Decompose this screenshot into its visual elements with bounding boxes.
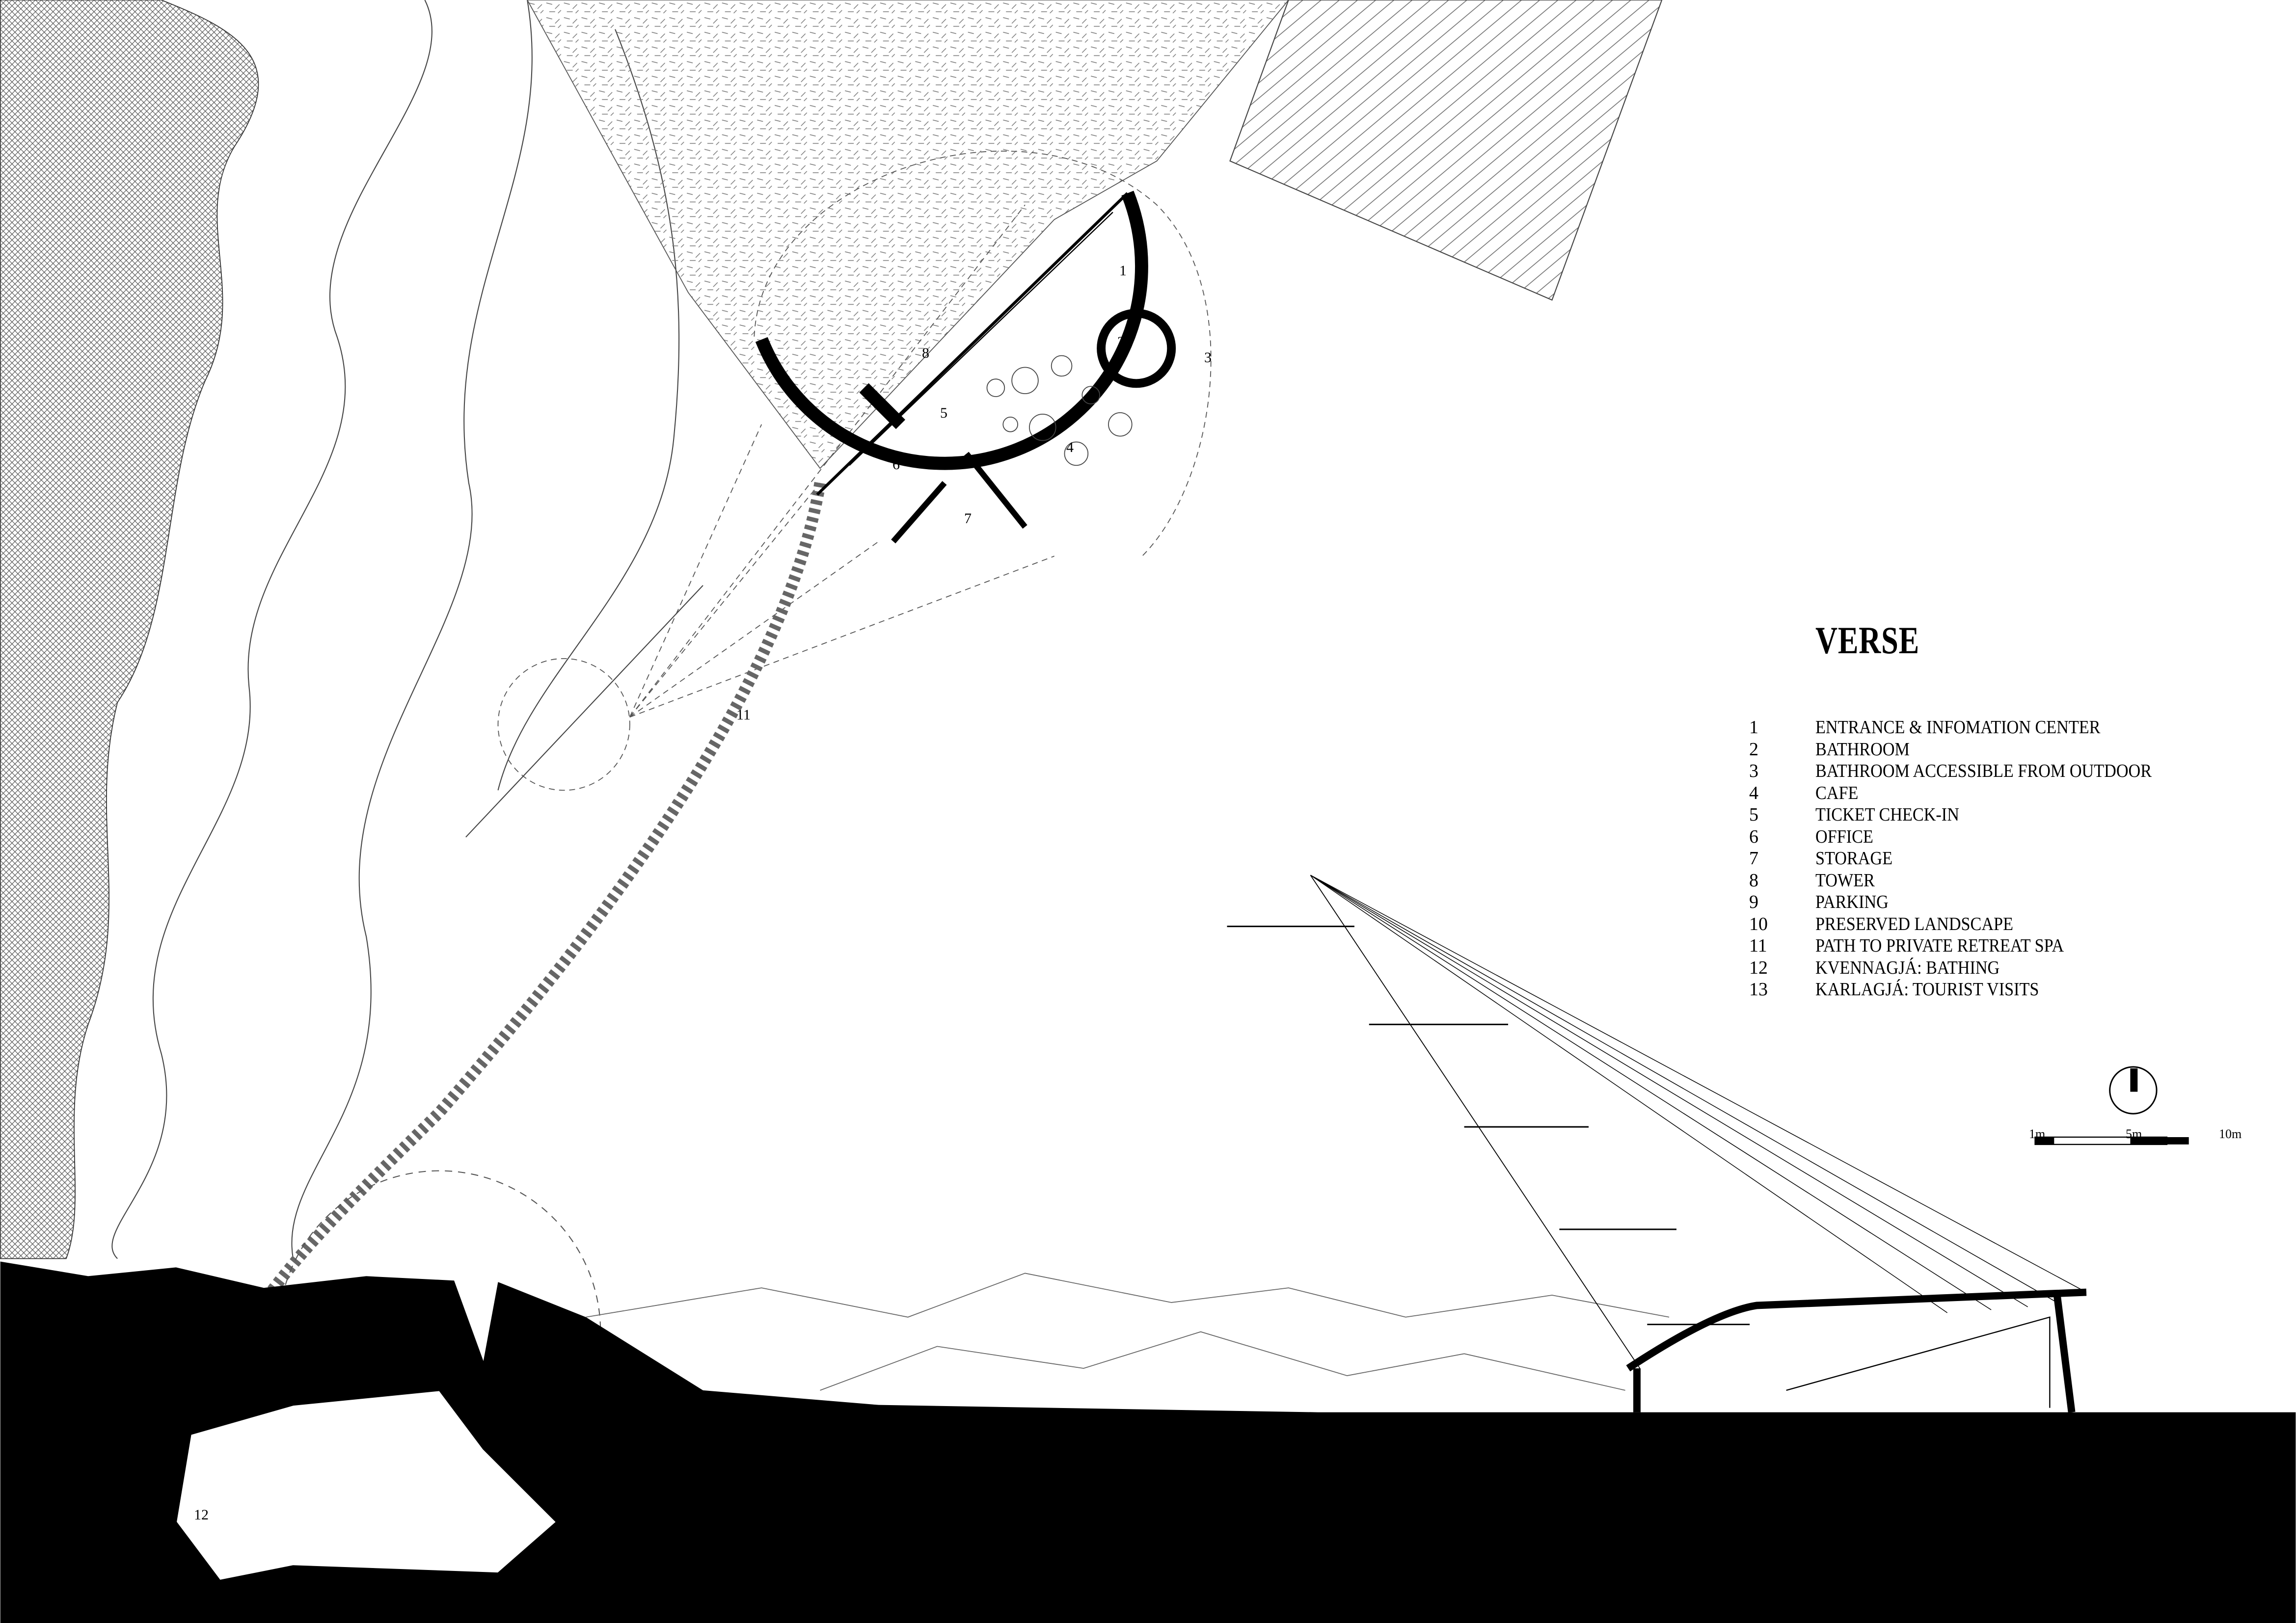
plan-label-7: 7 xyxy=(964,510,972,527)
scale-label-10m: 10m xyxy=(2219,1127,2242,1141)
scale-label-5m: 5m xyxy=(2126,1127,2142,1141)
distant-mountains xyxy=(586,1273,1670,1391)
section-building xyxy=(1626,1288,2087,1413)
axis-line xyxy=(465,585,703,838)
plan-label-6: 6 xyxy=(892,456,900,473)
parking-area xyxy=(1229,0,1663,301)
scale-bar xyxy=(2034,1136,2189,1145)
north-arrow xyxy=(2109,1066,2158,1115)
plan-label-12: 12 xyxy=(194,1507,209,1523)
plan-label-2: 2 xyxy=(1117,334,1125,350)
cave-opening xyxy=(175,1389,558,1582)
plan-label-4: 4 xyxy=(1066,439,1074,455)
drawing-title: VERSE xyxy=(1815,619,1920,662)
tower-section xyxy=(1227,875,2087,1369)
plan-label-8: 8 xyxy=(922,345,929,361)
plan-label-1: 1 xyxy=(1119,263,1127,279)
bathroom-round xyxy=(1097,309,1176,388)
scale-label-1m: 1m xyxy=(2029,1127,2046,1141)
plan-label-3: 3 xyxy=(1204,349,1212,366)
hatched-terrain xyxy=(0,0,259,1259)
sight-lines xyxy=(497,151,1212,791)
plan-label-5: 5 xyxy=(940,405,947,421)
curved-wall xyxy=(755,190,1148,470)
stipple-ground xyxy=(527,0,1289,469)
building-plan xyxy=(755,190,1176,544)
plan-label-11: 11 xyxy=(736,707,751,723)
ground-section xyxy=(0,1261,2296,1623)
